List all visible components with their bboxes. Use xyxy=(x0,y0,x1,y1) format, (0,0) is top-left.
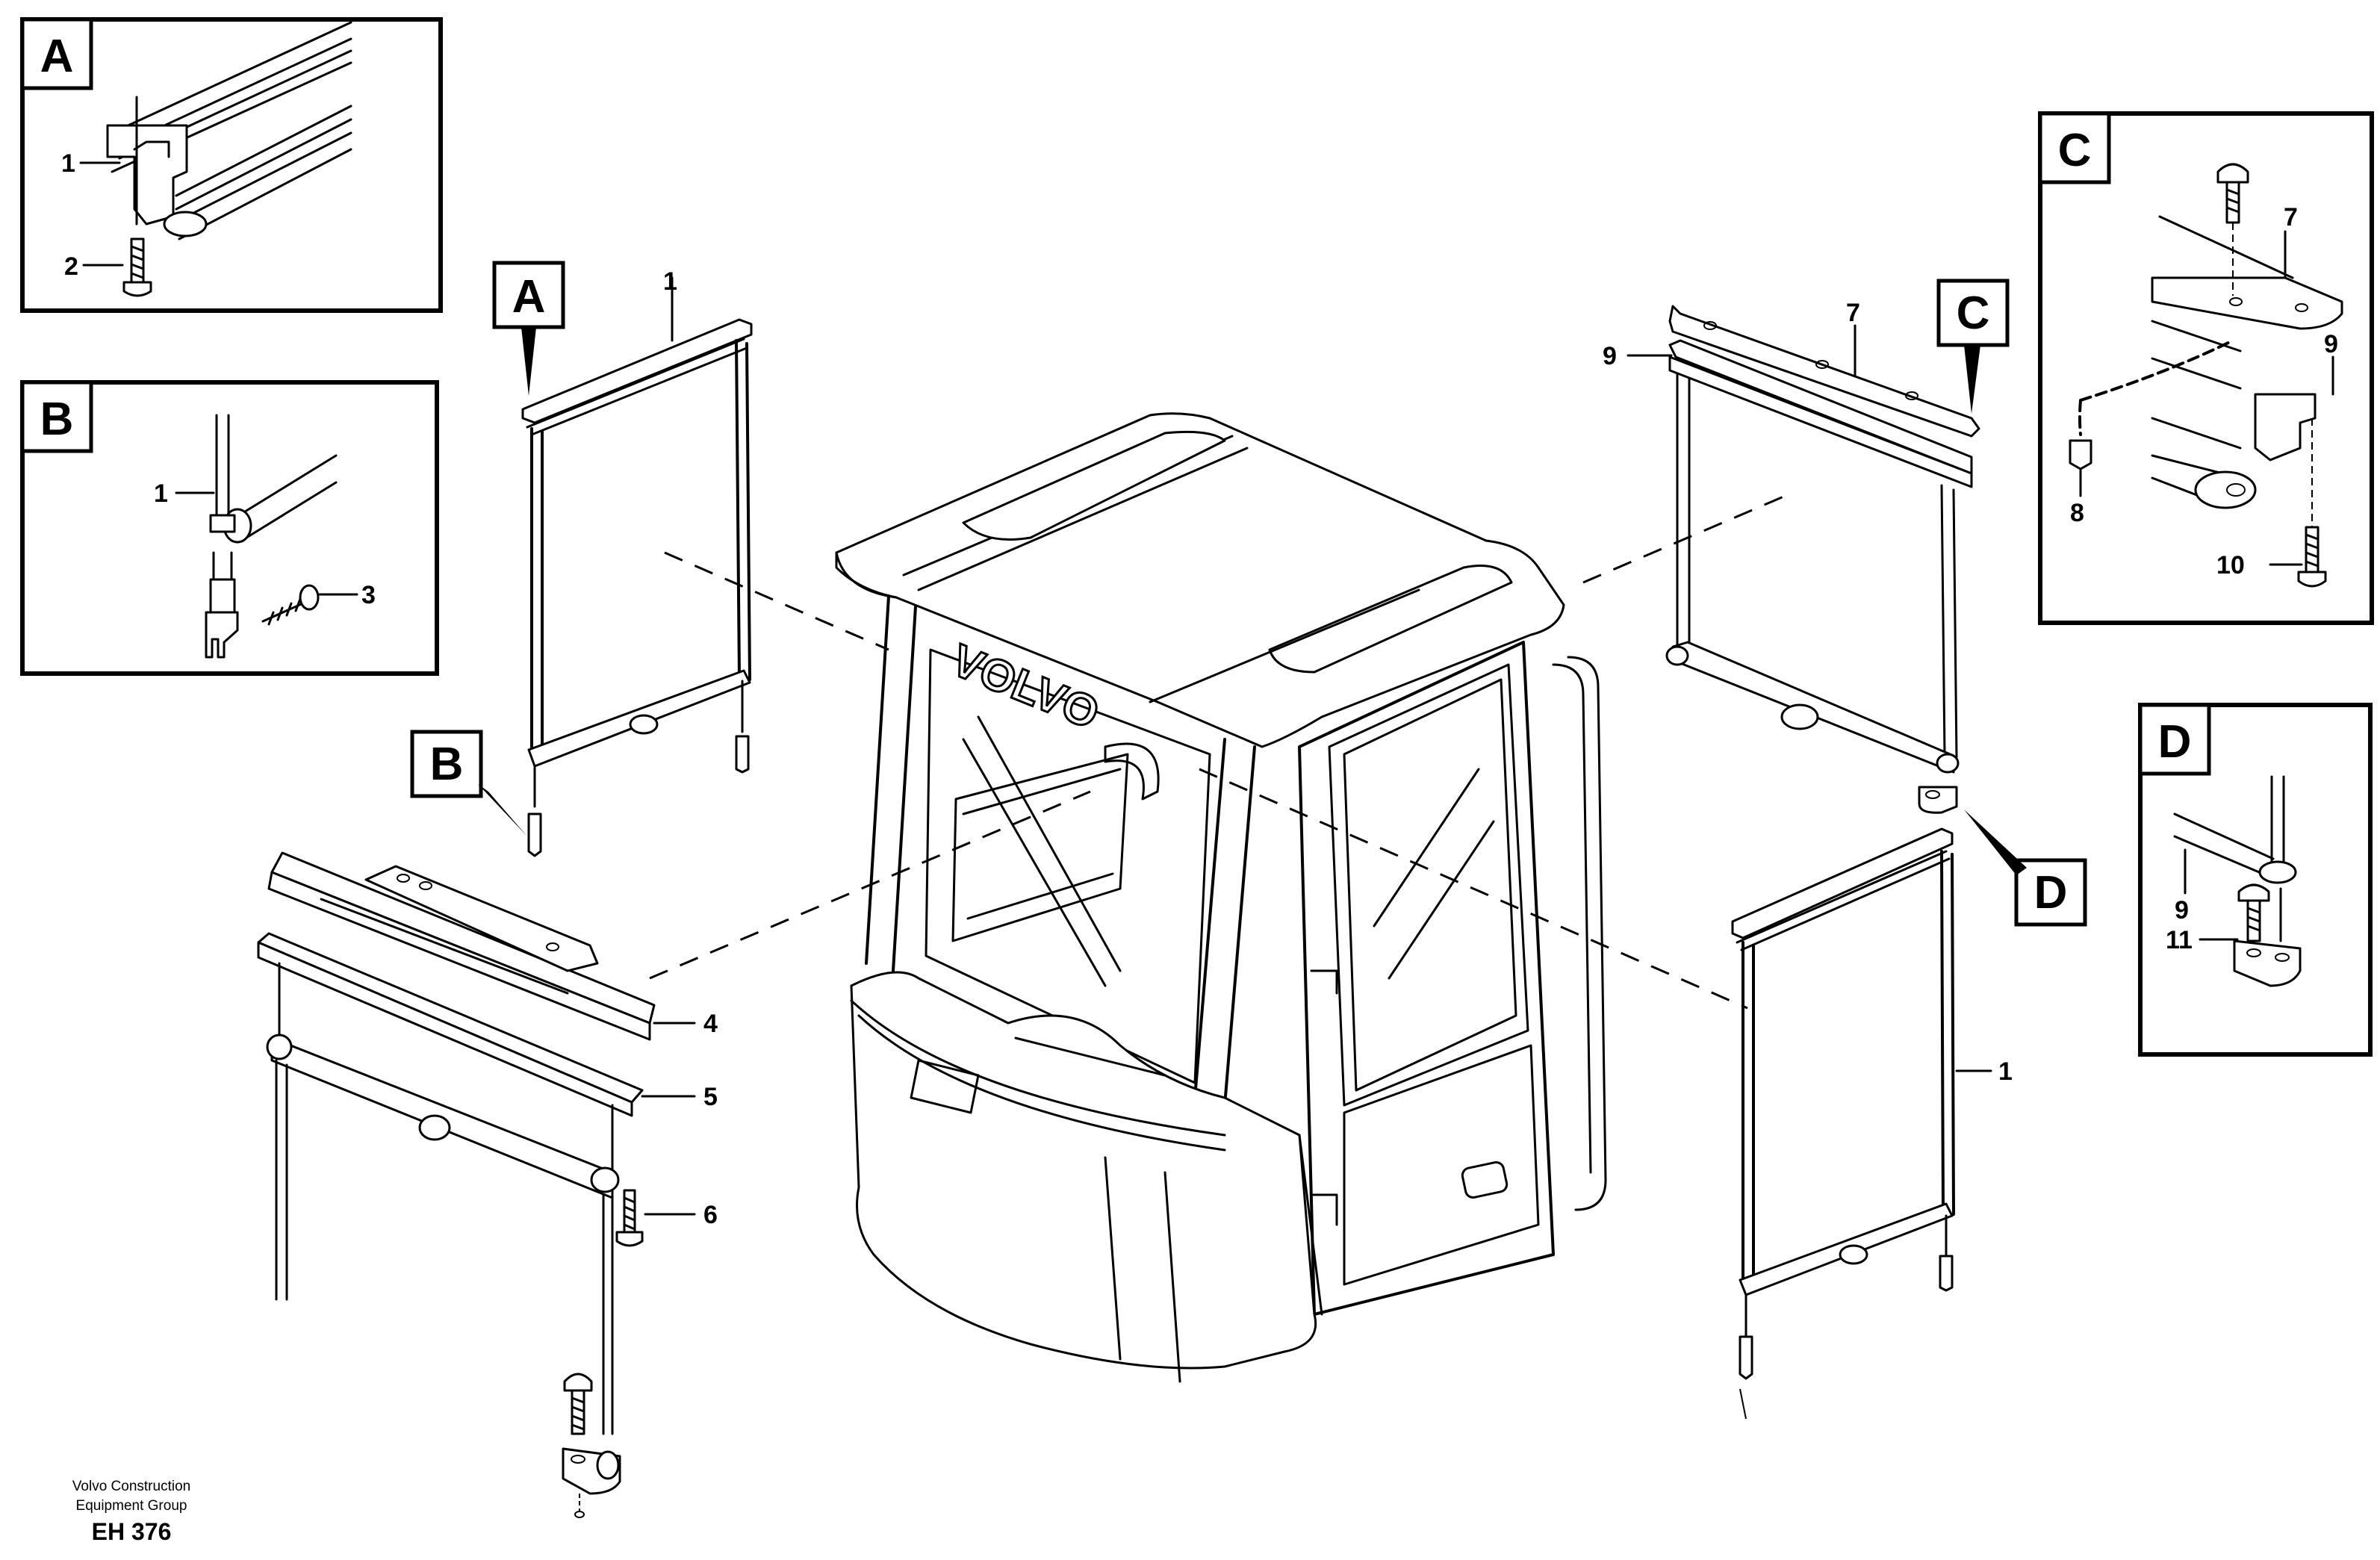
main-callout-6: 6 xyxy=(703,1201,718,1229)
left-roller-assembly xyxy=(257,851,656,1518)
inset-d-parts xyxy=(2173,775,2302,987)
inset-b-callout-1: 1 xyxy=(154,479,168,508)
left-sunscreen-frame xyxy=(521,276,753,857)
inset-b: B 1 3 xyxy=(20,380,439,676)
main-callout-right-top-9: 9 xyxy=(1603,342,1617,370)
main-callout-4: 4 xyxy=(703,1010,718,1038)
main-callout-left-frame-1: 1 xyxy=(663,267,677,296)
inset-b-roller xyxy=(205,414,338,659)
main-callout-right-bottom-1: 1 xyxy=(1998,1057,2013,1086)
inset-c-bolt-bottom xyxy=(2297,418,2327,588)
inset-c-nut xyxy=(2069,439,2092,470)
pointer-a-letter: A xyxy=(512,271,546,323)
footer-line-2: Equipment Group xyxy=(76,1498,187,1514)
dashed-assembly-lines xyxy=(649,491,1793,1010)
inset-c-callout-7: 7 xyxy=(2284,203,2298,231)
right-roller-assembly xyxy=(1665,305,1980,814)
inset-c-bolt-top xyxy=(2216,163,2249,296)
pointer-b-letter: B xyxy=(430,739,464,790)
pointer-a: A xyxy=(492,261,565,396)
pointer-c-letter: C xyxy=(1957,288,1990,339)
right-sunscreen-frame xyxy=(1731,827,1955,1420)
inset-c-letter: C xyxy=(2058,125,2092,176)
inset-c: C 7 9 8 xyxy=(2038,111,2374,625)
inset-a-bolt xyxy=(122,96,152,297)
main-callout-right-top-7: 7 xyxy=(1846,299,1860,327)
inset-a: A 1 2 xyxy=(20,17,443,313)
inset-a-letter: A xyxy=(40,31,74,82)
inset-c-callout-9: 9 xyxy=(2324,330,2338,358)
inset-a-callout-2: 2 xyxy=(64,252,78,281)
inset-b-screw xyxy=(261,584,320,626)
inset-d: D 9 11 xyxy=(2138,703,2373,1057)
inset-d-callout-11: 11 xyxy=(2166,926,2193,954)
footer-line-1: Volvo Construction xyxy=(72,1479,190,1494)
cab-body: VOLVO xyxy=(835,412,1607,1383)
inset-b-callout-3: 3 xyxy=(361,581,376,609)
inset-d-letter: D xyxy=(2158,716,2192,768)
pointer-d-letter: D xyxy=(2034,867,2068,919)
pointer-c: C xyxy=(1936,279,2010,414)
left-bottom-bracket xyxy=(562,1373,621,1518)
inset-c-bracket xyxy=(2078,215,2343,509)
footer-code: EH 376 xyxy=(92,1518,172,1545)
inset-c-callout-10: 10 xyxy=(2216,551,2245,579)
main-callout-5: 5 xyxy=(703,1083,718,1111)
footer: Volvo Construction Equipment Group EH 37… xyxy=(72,1479,190,1545)
inset-c-callout-8: 8 xyxy=(2070,499,2084,527)
inset-a-rail xyxy=(106,21,352,240)
pointer-d: D xyxy=(1964,809,2087,927)
inset-d-callout-9: 9 xyxy=(2175,896,2189,924)
inset-a-callout-1: 1 xyxy=(61,149,75,178)
inset-b-letter: B xyxy=(40,394,74,445)
pointer-b: B xyxy=(410,730,527,836)
